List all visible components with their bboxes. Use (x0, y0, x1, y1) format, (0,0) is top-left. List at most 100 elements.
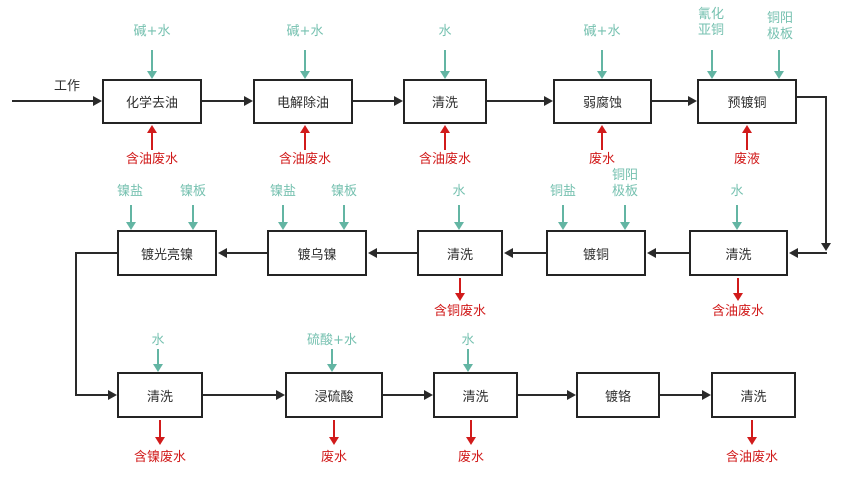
node-label: 镀光亮镍 (140, 247, 193, 263)
arrow-left-icon (647, 248, 656, 258)
node-label: 清洗 (740, 389, 767, 405)
input-arrow-line (624, 205, 626, 222)
arrow-down-icon (732, 222, 742, 230)
input-arrow-line (467, 349, 469, 364)
input-label: 镍板 (179, 184, 206, 199)
node-copper-plating: 镀铜 (546, 230, 646, 276)
arrow-down-icon (466, 437, 476, 445)
node-label: 清洗 (146, 389, 173, 405)
flow-line (377, 252, 417, 254)
output-arrow-line (304, 131, 306, 150)
arrow-down-icon (747, 437, 757, 445)
node-label: 清洗 (431, 96, 458, 111)
arrow-down-icon (463, 364, 473, 372)
flow-line (656, 252, 689, 254)
output-label: 含镍废水 (133, 450, 186, 465)
flow-line (353, 100, 394, 102)
arrow-down-icon (278, 222, 288, 230)
output-label: 废水 (588, 152, 615, 167)
input-label: 硫酸+水 (307, 333, 357, 348)
arrow-left-icon (789, 248, 798, 258)
input-arrow-line (711, 50, 713, 71)
node-rinse-5: 清洗 (433, 372, 518, 418)
flow-line (75, 252, 77, 394)
flow-line (513, 252, 546, 254)
output-arrow-line (459, 278, 461, 294)
output-arrow-line (746, 131, 748, 150)
flow-line (12, 100, 93, 102)
node-label: 镀铜 (582, 247, 609, 263)
arrow-up-icon (440, 125, 450, 133)
arrow-up-icon (597, 125, 607, 133)
arrow-up-icon (742, 125, 752, 133)
output-arrow-line (444, 131, 446, 150)
output-arrow-line (751, 420, 753, 437)
arrow-up-icon (300, 125, 310, 133)
output-label: 废水 (457, 450, 484, 465)
flow-line (825, 96, 827, 243)
arrow-right-icon (394, 96, 403, 106)
node-label: 清洗 (462, 389, 489, 405)
output-label: 含铜废水 (433, 304, 486, 319)
output-label: 含油废水 (125, 152, 178, 167)
arrow-down-icon (153, 364, 163, 372)
flow-line (383, 394, 424, 396)
arrow-right-icon (544, 96, 553, 106)
input-label: 碱+水 (286, 24, 324, 39)
output-label: 废水 (320, 450, 347, 465)
output-arrow-line (159, 420, 161, 437)
arrow-down-icon (707, 71, 717, 79)
output-arrow-line (601, 131, 603, 150)
input-arrow-line (778, 50, 780, 71)
input-label: 铜阳 极板 (766, 11, 793, 42)
output-label: 含油废水 (711, 304, 764, 319)
arrow-down-icon (329, 437, 339, 445)
arrow-down-icon (454, 222, 464, 230)
arrow-down-icon (327, 364, 337, 372)
node-label: 镀铬 (604, 389, 631, 405)
arrow-right-icon (567, 390, 576, 400)
node-pre-copper-plating: 预镀铜 (697, 79, 797, 124)
flow-line (75, 394, 108, 396)
input-arrow-line (130, 205, 132, 222)
input-arrow-line (282, 205, 284, 222)
flow-line (798, 252, 827, 254)
flow-line (487, 100, 544, 102)
node-sulfuric-acid-dip: 浸硫酸 (285, 372, 383, 418)
node-label: 镀乌镍 (297, 247, 337, 263)
input-label: 水 (452, 184, 466, 199)
input-label: 氰化 亚铜 (697, 7, 724, 38)
arrow-right-icon (688, 96, 697, 106)
output-label: 含油废水 (725, 450, 778, 465)
input-label: 水 (438, 24, 452, 39)
output-arrow-line (470, 420, 472, 437)
flow-line (652, 100, 688, 102)
arrow-down-icon (126, 222, 136, 230)
arrow-down-icon (455, 293, 465, 301)
arrow-down-icon (620, 222, 630, 230)
input-arrow-line (304, 50, 306, 71)
flow-line (227, 252, 267, 254)
input-arrow-line (331, 349, 333, 364)
flow-line (797, 96, 825, 98)
arrow-down-icon (597, 71, 607, 79)
input-arrow-line (192, 205, 194, 222)
input-label: 水 (461, 333, 475, 348)
node-dark-nickel-plating: 镀乌镍 (267, 230, 367, 276)
input-label: 镍板 (330, 184, 357, 199)
arrow-down-icon (821, 243, 831, 251)
input-label: 铜阳 极板 (611, 168, 638, 199)
input-arrow-line (444, 50, 446, 71)
output-label: 含油废水 (278, 152, 331, 167)
arrow-left-icon (218, 248, 227, 258)
output-label: 废液 (733, 152, 760, 167)
arrow-down-icon (155, 437, 165, 445)
input-arrow-line (562, 205, 564, 222)
node-rinse-2: 清洗 (689, 230, 788, 276)
node-label: 电解除油 (276, 96, 329, 111)
node-label: 弱腐蚀 (582, 96, 622, 111)
input-label: 水 (151, 333, 165, 348)
input-label: 水 (730, 184, 744, 199)
arrow-right-icon (244, 96, 253, 106)
arrow-down-icon (733, 293, 743, 301)
